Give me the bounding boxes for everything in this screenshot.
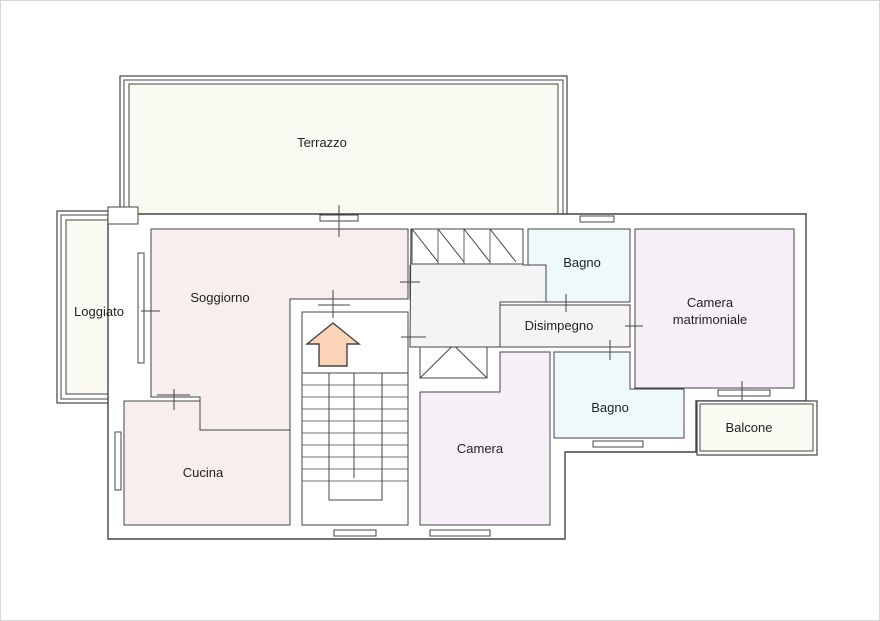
door-markers (141, 205, 743, 410)
label-disimpegno: Disimpegno (525, 318, 594, 333)
window-bagno-top (579, 215, 615, 223)
label-balcone: Balcone (726, 420, 773, 435)
label-camera: Camera (457, 441, 504, 456)
wardrobe-unit (411, 228, 524, 265)
window-cucina (114, 431, 122, 491)
label-camera-matrimoniale-1: Camera (687, 295, 734, 310)
room-cucina (123, 400, 291, 526)
room-balcone (699, 403, 814, 452)
label-terrazzo: Terrazzo (297, 135, 347, 150)
stair-well-hole (328, 373, 383, 501)
label-bagno-bottom: Bagno (591, 400, 629, 415)
room-bagno-top (527, 228, 631, 303)
label-bagno-top: Bagno (563, 255, 601, 270)
window-stairwell (333, 529, 377, 537)
label-camera-matrimoniale-2: matrimoniale (673, 312, 747, 327)
window-camera (429, 529, 491, 537)
window-loggia (137, 252, 145, 364)
room-disimpegno (499, 304, 631, 348)
room-camera (419, 351, 551, 526)
window-balcone (717, 389, 771, 397)
label-cucina: Cucina (183, 465, 224, 480)
entrance-arrow-icon (305, 322, 361, 367)
label-soggiorno: Soggiorno (190, 290, 249, 305)
wall-pillar (107, 206, 139, 225)
room-bagno-bottom (553, 351, 685, 439)
label-loggiato: Loggiato (74, 304, 124, 319)
room-camera-matrimoniale (634, 228, 795, 389)
window-bagno-bottom (592, 440, 644, 448)
